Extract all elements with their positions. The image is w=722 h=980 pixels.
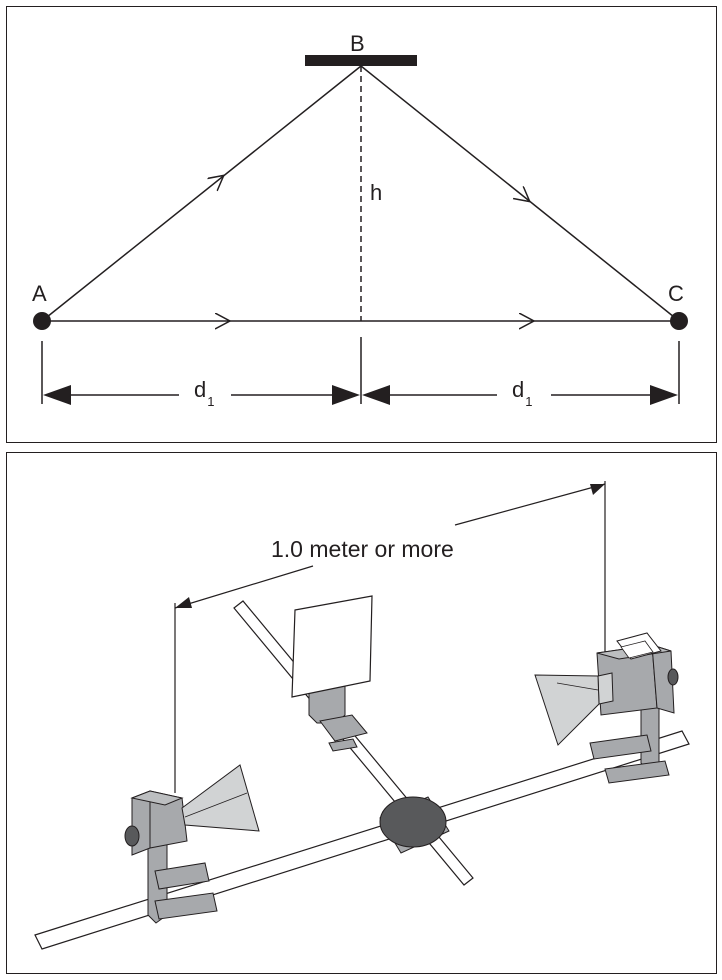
transmitter-body-top bbox=[130, 790, 184, 806]
distance-arrowhead-left bbox=[175, 597, 192, 608]
distance-label: 1.0 meter or more bbox=[271, 536, 454, 562]
distance-arrow-right-segment bbox=[454, 483, 606, 526]
receiver-stand-foot-upper bbox=[589, 734, 652, 760]
reflector-stand-foot bbox=[319, 714, 368, 742]
receiver-knob bbox=[667, 668, 679, 686]
point-b-label: B bbox=[350, 31, 365, 56]
distance-arrowhead-right bbox=[590, 484, 605, 495]
reflector-stand-foot-back bbox=[328, 738, 358, 752]
receiver-horn bbox=[534, 674, 600, 746]
pivot-disk bbox=[379, 796, 447, 848]
apparatus-setup-diagram: 1.0 meter or more bbox=[34, 481, 690, 950]
transmitter-stand-foot-lower bbox=[154, 892, 218, 920]
reflection-geometry-diagram: B A C h d1 d1 bbox=[32, 31, 688, 409]
height-label: h bbox=[370, 180, 382, 205]
dimension-arrowhead-right-start bbox=[362, 385, 390, 405]
distance-arrow-left-segment bbox=[174, 565, 314, 609]
point-a-label: A bbox=[32, 281, 47, 306]
dimension-arrowhead-left-start bbox=[43, 385, 71, 405]
incident-ray bbox=[41, 65, 362, 322]
reflection-geometry-panel: B A C h d1 d1 bbox=[6, 6, 717, 443]
apparatus-setup-panel: 1.0 meter or more bbox=[6, 452, 717, 974]
receiver-meter-window bbox=[620, 640, 654, 659]
point-a bbox=[33, 312, 51, 330]
distance-left-label: d1 bbox=[194, 377, 214, 409]
transmitter-horn-edge bbox=[184, 792, 248, 818]
transmitter-stand-foot-upper bbox=[154, 862, 210, 890]
point-c bbox=[670, 312, 688, 330]
receiver-horn-edge bbox=[556, 682, 599, 691]
transmitter-horn bbox=[181, 764, 260, 832]
receiver-stand-foot-lower bbox=[604, 760, 670, 784]
distance-right-label: d1 bbox=[512, 377, 532, 409]
reflected-ray bbox=[360, 65, 680, 322]
transmitter-knob bbox=[124, 825, 140, 847]
receiver-horn-mouth bbox=[597, 672, 614, 705]
reflector-plate-b bbox=[305, 55, 417, 66]
dimension-arrowhead-right-end bbox=[650, 385, 678, 405]
dimension-arrowhead-left-end bbox=[332, 385, 360, 405]
point-c-label: C bbox=[668, 281, 684, 306]
reflector-plate bbox=[291, 595, 373, 698]
